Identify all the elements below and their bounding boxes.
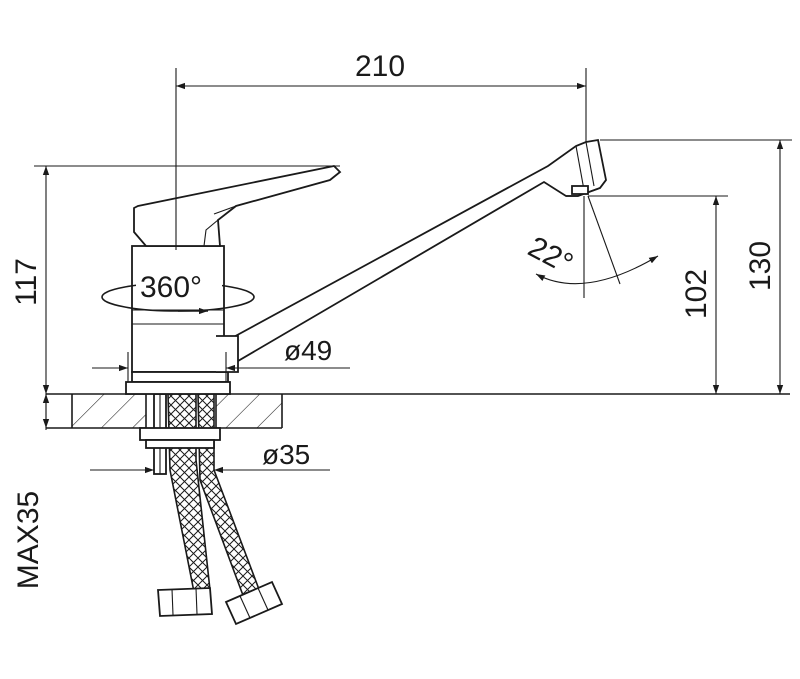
outlet-height-value: 102 (680, 269, 713, 319)
total-height-value: 117 (10, 258, 43, 306)
spout-height-dimension (600, 139, 792, 394)
mounting-stud (139, 393, 221, 475)
tilt-angle-value: 22° (523, 230, 579, 280)
spout (204, 138, 607, 370)
rotation-indicator (101, 270, 255, 315)
tilt-angle-dimension (535, 195, 659, 298)
faucet-body (125, 245, 239, 395)
body-diameter-value: ø49 (284, 335, 332, 366)
mount-diameter-value: ø35 (262, 439, 310, 470)
max-thickness-value: MAX35 (12, 491, 45, 589)
lever-handle (133, 165, 342, 247)
reach-dimension (175, 68, 587, 250)
outlet-height-dimension (588, 195, 728, 394)
body-diameter-dimension (92, 352, 350, 382)
swivel-label: 360° (140, 271, 202, 304)
reach-value: 210 (355, 50, 405, 83)
spout-height-value: 130 (744, 241, 777, 291)
total-height-dimension (34, 165, 340, 394)
